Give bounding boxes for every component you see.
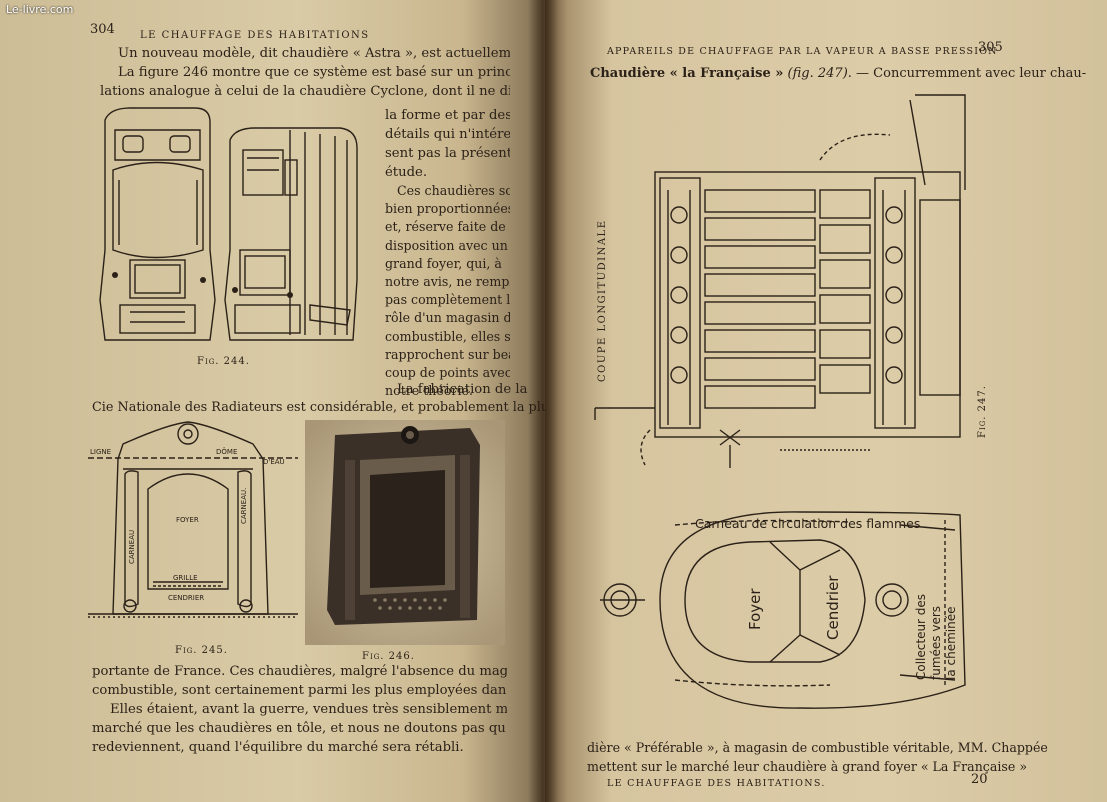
figure-247-section <box>594 94 966 468</box>
running-head-left: LE CHAUFFAGE DES HABITATIONS <box>140 30 370 41</box>
running-head-right: APPAREILS DE CHAUFFAGE PAR LA VAPEUR A B… <box>607 46 998 57</box>
watermark: Le-livre.com <box>6 3 74 16</box>
text-line: étude. <box>385 165 428 180</box>
text-line: rapprochent sur beau- <box>385 346 510 362</box>
text-line: coup de points avec <box>385 365 510 381</box>
label-foyer-plan: Foyer <box>746 588 764 630</box>
label-collecteur-1: Collecteur des <box>914 594 928 680</box>
label-ligne: LIGNE <box>90 448 111 456</box>
text-line: Un nouveau modèle, dit chaudière « Astra… <box>118 46 510 61</box>
text-line: disposition avec un <box>385 237 508 253</box>
figure-244-caption: Fig. 244. <box>197 356 250 367</box>
text-line: portante de France. Ces chaudières, malg… <box>92 664 507 679</box>
figure-246-caption: Fig. 246. <box>362 651 415 662</box>
label-cendrier: CENDRIER <box>168 594 204 602</box>
text-line: La figure 246 montre que ce système est … <box>118 65 510 80</box>
text-line: détails qui n'intéres- <box>385 127 510 142</box>
text-line: sent pas la présente <box>385 146 510 161</box>
figure-245-caption: Fig. 245. <box>175 645 228 656</box>
page-number-right: 305 <box>978 40 1003 55</box>
text-line: pas complètement le <box>385 292 510 308</box>
footer-title: LE CHAUFFAGE DES HABITATIONS. <box>607 778 826 789</box>
text-line: combustible, elles se <box>385 328 510 344</box>
label-foyer: FOYER <box>176 516 199 524</box>
paragraph-closing: portante de France. Ces chaudières, malg… <box>92 662 507 757</box>
label-grille: GRILLE <box>173 574 198 582</box>
coupe-longitudinale-label: COUPE LONGITUDINALE <box>597 219 608 383</box>
label-carneau-right: CARNEAU. <box>240 488 248 524</box>
text-line: rôle d'un magasin de <box>385 310 510 326</box>
text-line: Ces chaudières sont <box>397 183 510 198</box>
paragraph-side-2: Ces chaudières sont bien proportionnées,… <box>385 182 510 400</box>
text-line: grand foyer, qui, à <box>385 255 502 271</box>
text-line: La fabrication de la <box>397 382 528 397</box>
figure-247-plan: Carneau de circulation des flammes Foyer… <box>600 511 966 709</box>
heading-figure-ref: (fig. 247). <box>787 66 852 81</box>
figure-247-caption: Fig. 247. <box>977 385 988 438</box>
text-line: et, réserve faite de la <box>385 219 510 235</box>
text-line: bien proportionnées, <box>385 201 510 217</box>
label-collecteur-3: la cheminée <box>944 607 958 680</box>
text-line: Elles étaient, avant la guerre, vendues … <box>110 702 507 717</box>
text-line: dière « Préférable », à magasin de combu… <box>587 740 1048 755</box>
label-dome: DÔME <box>216 447 237 456</box>
label-cendrier-plan: Cendrier <box>824 575 842 640</box>
text-line: redeviennent, quand l'équilibre du march… <box>92 740 464 755</box>
figure-245-illustration: LIGNE DÔME D'EAU FOYER CARNEAU CARNEAU. … <box>88 421 298 618</box>
book-gutter <box>528 0 558 802</box>
paragraph-bottom: dière « Préférable », à magasin de combu… <box>587 738 1048 776</box>
paragraph-intro: Un nouveau modèle, dit chaudière « Astra… <box>100 44 510 101</box>
text-line: combustible, sont certainement parmi les… <box>92 683 507 698</box>
text-line: notre avis, ne remplit <box>385 274 510 290</box>
figure-246-illustration <box>305 420 505 645</box>
paragraph-side-1: la forme et par des détails qui n'intére… <box>385 106 510 182</box>
text-line: Cie Nationale des Radiateurs est considé… <box>92 400 545 415</box>
label-carneau-flammes: Carneau de circulation des flammes <box>695 516 920 531</box>
section-heading: Chaudière « la Française » (fig. 247). —… <box>590 64 1086 83</box>
text-line: la forme et par des <box>385 108 510 123</box>
right-page: APPAREILS DE CHAUFFAGE PAR LA VAPEUR A B… <box>545 0 1107 802</box>
text-line: marché que les chaudières en tôle, et no… <box>92 721 507 736</box>
text-line: mettent sur le marché leur chaudière à g… <box>587 759 1028 774</box>
left-page: 304 LE CHAUFFAGE DES HABITATIONS Un nouv… <box>0 0 545 802</box>
label-carneau-left: CARNEAU <box>128 530 136 564</box>
heading-title: Chaudière « la Française » <box>590 66 784 81</box>
heading-text: — Concurremment avec leur chau- <box>856 66 1087 81</box>
text-line: notre théorie. <box>385 383 473 399</box>
figure-244-illustration <box>99 107 358 341</box>
label-deau: D'EAU <box>263 458 285 466</box>
text-line: lations analogue à celui de la chaudière… <box>100 84 510 99</box>
page-number-left: 304 <box>90 22 115 37</box>
label-collecteur-2: fumées vers <box>929 606 943 680</box>
footer-signature: 20 <box>971 772 988 787</box>
